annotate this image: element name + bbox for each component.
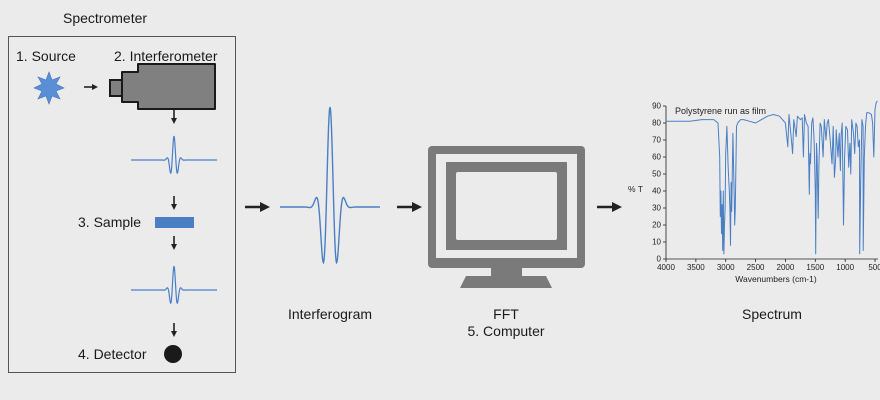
- x-tick-label: 3000: [717, 263, 735, 272]
- beam-signal-wave-1: [131, 135, 217, 174]
- interferometer-device: [109, 63, 216, 110]
- chart-y-axis-label: % T: [628, 184, 643, 194]
- spectrum-label: Spectrum: [742, 306, 802, 322]
- arrow-computer-to-spectrum: [597, 202, 622, 212]
- y-tick-label: 80: [652, 119, 661, 128]
- computer-monitor-icon: [428, 146, 585, 288]
- arrow-down-2: [171, 196, 177, 210]
- y-tick-label: 70: [652, 136, 661, 145]
- arrow-source-to-interferometer: [84, 84, 98, 90]
- spectrum-chart: 0 10 20 30 40 50 60 70 80 90 4000 3500 3000 2500 2000 1…: [628, 100, 880, 284]
- spectrum-series-line: [666, 100, 878, 255]
- y-tick-label: 10: [652, 238, 661, 247]
- x-tick-label: 1500: [806, 263, 824, 272]
- x-tick-label: 1000: [836, 263, 854, 272]
- arrow-spectrometer-to-interferogram: [245, 202, 270, 212]
- y-tick-label: 60: [652, 153, 661, 162]
- arrow-down-1: [171, 110, 177, 124]
- chart-x-axis-label: Wavenumbers (cm-1): [735, 274, 817, 284]
- spectrometer-box: [8, 36, 236, 373]
- y-tick-label: 50: [652, 170, 661, 179]
- x-tick-label: 2000: [777, 263, 795, 272]
- source-label: 1. Source: [16, 48, 76, 64]
- y-tick-label: 0: [657, 255, 662, 264]
- sample-label: 3. Sample: [78, 214, 142, 230]
- interferogram-label: Interferogram: [287, 306, 373, 322]
- y-tick-label: 30: [652, 204, 661, 213]
- interferometer-label: 2. Interferometer: [114, 48, 218, 64]
- spectrometer-title: Spectrometer: [63, 10, 148, 26]
- detector-label: 4. Detector: [78, 346, 147, 362]
- y-tick-label: 90: [652, 102, 661, 111]
- x-tick-label: 500: [868, 263, 880, 272]
- y-tick-label: 40: [652, 187, 661, 196]
- chart-title: Polystyrene run as film: [675, 106, 766, 116]
- computer-label: 5. Computer: [467, 323, 545, 339]
- x-tick-label: 4000: [657, 263, 675, 272]
- sample-rect: [155, 217, 194, 228]
- detector-dot: [164, 345, 182, 363]
- x-tick-label: 3500: [687, 263, 705, 272]
- arrow-interferogram-to-computer: [397, 202, 422, 212]
- source-star-icon: [33, 71, 65, 105]
- interferogram-wave: [280, 106, 380, 265]
- arrow-down-3: [171, 236, 177, 250]
- y-tick-label: 20: [652, 221, 661, 230]
- fft-label: FFT: [493, 306, 519, 322]
- sample-signal-wave-2: [131, 265, 217, 304]
- x-tick-label: 2500: [747, 263, 765, 272]
- arrow-down-4: [171, 323, 177, 337]
